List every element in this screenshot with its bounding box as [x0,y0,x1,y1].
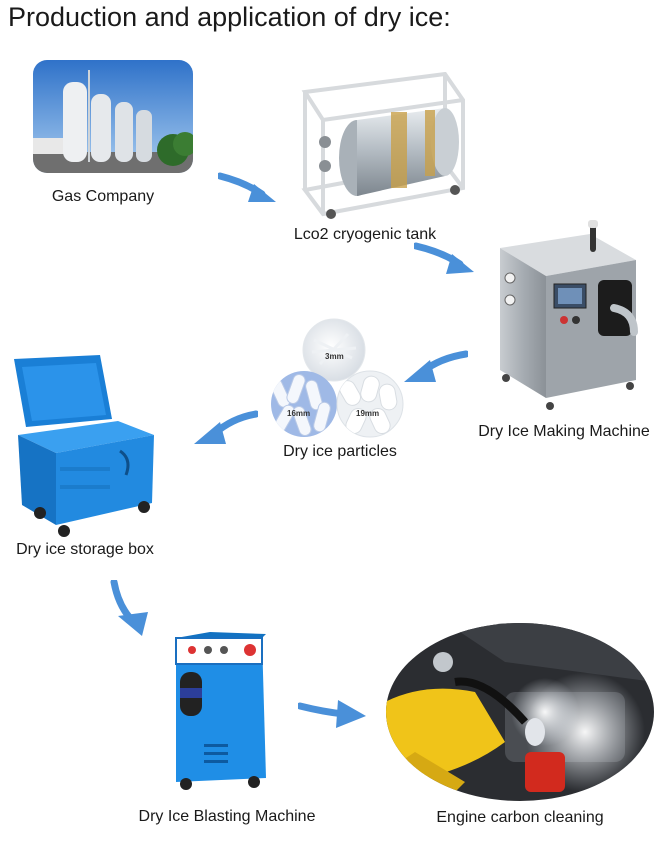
page-title: Production and application of dry ice: [8,2,451,32]
flow-arrow-6 [298,698,368,732]
flow-arrow-4 [192,410,258,448]
engine-cleaning-image [385,622,655,802]
blasting-machine-image [170,632,270,792]
flow-arrow-2 [414,242,478,276]
gas-company-image [33,60,193,173]
flow-arrow-1 [218,170,280,206]
cryogenic-tank-image [295,72,465,220]
storage-box-image [8,355,158,541]
gas-company-label: Gas Company [51,188,155,205]
cryogenic-tank-label: Lco2 cryogenic tank [293,226,437,243]
blasting-machine-label: Dry Ice Blasting Machine [138,808,316,825]
particle-16mm-label: 16mm [287,409,311,418]
storage-box-label: Dry ice storage box [16,541,154,558]
particles-label: Dry ice particles [283,443,397,460]
making-machine-label: Dry Ice Making Machine [478,423,650,440]
particle-3mm-label: 3mm [325,352,344,361]
making-machine-image [496,220,642,415]
particle-19mm [336,370,404,438]
engine-cleaning-label: Engine carbon cleaning [436,809,604,826]
particle-3mm [302,318,366,382]
particle-19mm-label: 19mm [356,409,380,418]
flow-arrow-5 [108,580,156,638]
flow-arrow-3 [400,350,468,386]
particle-16mm [270,370,338,438]
